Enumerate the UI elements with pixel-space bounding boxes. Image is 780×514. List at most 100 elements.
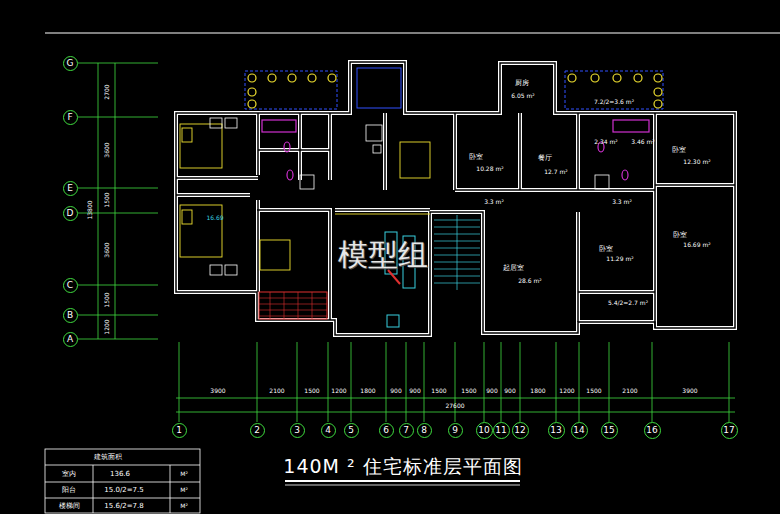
room-area: 3.3 m² xyxy=(612,199,632,205)
dimension: 3900 xyxy=(210,388,225,394)
axis-bubble: 10 xyxy=(476,422,493,439)
room-area: 10.28 m² xyxy=(476,166,503,172)
axis-bubble: 16 xyxy=(644,422,661,439)
dimension: 2100 xyxy=(622,388,637,394)
dimension: 1500 xyxy=(461,388,476,394)
room-area: 16.69 xyxy=(206,215,223,221)
table-cell: 阳台 xyxy=(62,487,76,494)
axis-bubble: 8 xyxy=(417,423,432,438)
room-name: 厨房 xyxy=(515,80,529,87)
axis-label: 11 xyxy=(495,426,506,435)
axis-bubble: 13 xyxy=(548,422,565,439)
room-area: 11.29 m² xyxy=(606,256,633,262)
axis-label: 1 xyxy=(176,426,182,435)
dimension: 3900 xyxy=(682,388,697,394)
dimension: 1500 xyxy=(431,388,446,394)
axis-bubble: 12 xyxy=(512,422,529,439)
axis-bubble: 5 xyxy=(344,423,359,438)
table-cell: M² xyxy=(180,487,188,493)
watermark: 模型组 xyxy=(338,240,428,270)
room-area: 16.69 m² xyxy=(683,242,710,248)
dimension: 1200 xyxy=(331,388,346,394)
dimension: 900 xyxy=(409,388,420,394)
axis-label: 5 xyxy=(348,426,354,435)
axis-label: D xyxy=(67,209,74,218)
axis-bubble: A xyxy=(63,332,78,347)
axis-label: B xyxy=(67,311,73,320)
table-cell: 136.6 xyxy=(110,471,130,478)
axis-bubble: C xyxy=(63,278,78,293)
dimension: 1200 xyxy=(104,319,110,334)
axis-bubble: 17 xyxy=(721,422,738,439)
dimension: 1800 xyxy=(530,388,545,394)
dimension: 1500 xyxy=(304,388,319,394)
axis-label: 12 xyxy=(514,426,525,435)
room-area: 3.3 m² xyxy=(484,199,504,205)
table-cell: 室内 xyxy=(62,471,76,478)
axis-bubble: G xyxy=(63,56,78,71)
table-header: 建筑面积 xyxy=(94,454,122,461)
dimension: 1200 xyxy=(559,388,574,394)
dimension: 2700 xyxy=(104,84,110,99)
dimension: 13800 xyxy=(87,200,93,219)
room-name: 卧室 xyxy=(599,246,613,253)
drawing-title: 140M ² 住宅标准层平面图 xyxy=(283,457,522,476)
axis-label: 3 xyxy=(294,426,300,435)
axis-label: 15 xyxy=(603,426,614,435)
axis-bubble: 15 xyxy=(601,422,618,439)
room-area: 12.7 m² xyxy=(544,169,568,175)
axis-label: 17 xyxy=(723,426,734,435)
axis-bubble: 2 xyxy=(250,423,265,438)
dimension: 900 xyxy=(504,388,515,394)
room-area: 3.46 m² xyxy=(631,139,655,145)
dimension: 3600 xyxy=(104,142,110,157)
axis-label: 4 xyxy=(325,426,331,435)
axis-label: 7 xyxy=(403,426,409,435)
axis-label: F xyxy=(67,113,72,122)
room-area: 28.6 m² xyxy=(518,278,542,284)
dimension: 2100 xyxy=(269,388,284,394)
room-area: 7.2/2=3.6 m² xyxy=(594,99,634,105)
room-name: 卧室 xyxy=(672,147,686,154)
axis-bubble: 11 xyxy=(493,422,510,439)
table-cell: 15.6/2=7.8 xyxy=(104,503,143,510)
table-cell: M² xyxy=(180,503,188,509)
axis-bubble: E xyxy=(63,181,78,196)
table-cell: M² xyxy=(180,471,188,477)
axis-label: C xyxy=(67,281,73,290)
axis-label: E xyxy=(67,184,73,193)
dimension: 1800 xyxy=(360,388,375,394)
room-name: 餐厅 xyxy=(538,155,552,162)
axis-bubble: 7 xyxy=(399,423,414,438)
room-area: 12.30 m² xyxy=(683,159,710,165)
table-cell: 15.0/2=7.5 xyxy=(104,487,143,494)
axis-label: 8 xyxy=(421,426,427,435)
dimension: 900 xyxy=(486,388,497,394)
axis-label: 9 xyxy=(452,426,458,435)
axis-bubble: 3 xyxy=(290,423,305,438)
axis-label: 2 xyxy=(254,426,260,435)
dimension: 1500 xyxy=(104,292,110,307)
total-dimension: 27600 xyxy=(445,403,464,409)
axis-label: G xyxy=(67,59,74,68)
axis-label: 6 xyxy=(383,426,389,435)
axis-label: 16 xyxy=(646,426,657,435)
table-cell: 楼梯间 xyxy=(59,503,80,510)
room-name: 卧室 xyxy=(673,232,687,239)
room-area: 5.4/2=2.7 m² xyxy=(608,300,648,306)
axis-label: A xyxy=(67,335,73,344)
axis-bubble: 6 xyxy=(379,423,394,438)
dimension: 1500 xyxy=(104,192,110,207)
axis-bubble: D xyxy=(63,206,78,221)
dimension: 900 xyxy=(390,388,401,394)
room-name: 卧室 xyxy=(469,154,483,161)
axis-bubble: B xyxy=(63,308,78,323)
axis-bubble: 14 xyxy=(571,422,588,439)
axis-bubble: 4 xyxy=(321,423,336,438)
axis-bubble: F xyxy=(63,110,78,125)
axis-bubble: 9 xyxy=(448,423,463,438)
axis-bubble: 1 xyxy=(172,423,187,438)
axis-label: 14 xyxy=(573,426,584,435)
dimension: 1500 xyxy=(586,388,601,394)
